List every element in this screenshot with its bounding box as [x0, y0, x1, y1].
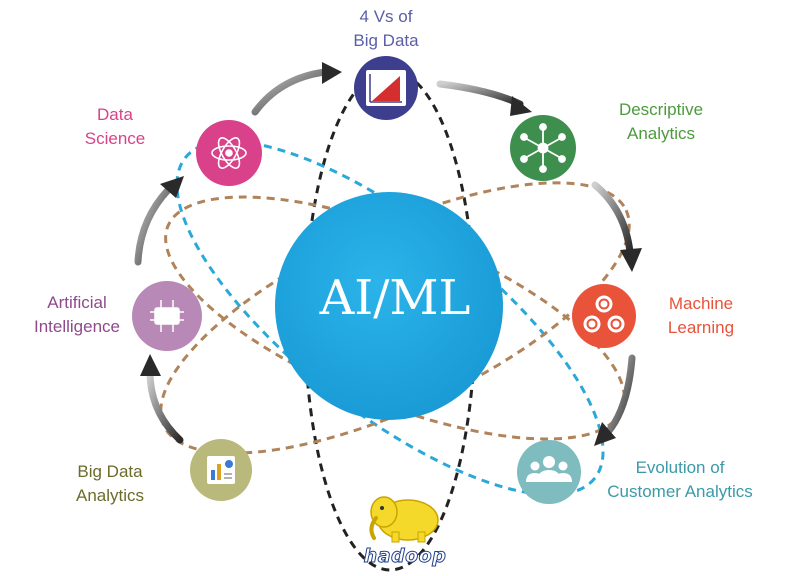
center-circle	[275, 192, 503, 420]
label-customer-analytics: Evolution of Customer Analytics	[607, 458, 753, 501]
gears-icon	[583, 295, 625, 333]
node-four-vs[interactable]	[354, 56, 418, 120]
arrow-head-4vs-to-da	[510, 96, 532, 116]
users-icon	[526, 456, 572, 482]
arrow-4vs-to-da	[436, 80, 524, 108]
arrow-da-to-ml	[591, 181, 634, 256]
label-data-science: Data Science	[84, 105, 146, 148]
node-descriptive-analytics[interactable]	[510, 115, 576, 181]
node-artificial-intelligence[interactable]	[132, 281, 202, 351]
hadoop-logo-text: hadoop	[363, 545, 447, 568]
arrow-head-ai-to-ds	[160, 176, 184, 198]
orbit-blue	[175, 139, 605, 497]
arrow-ds-to-4vs	[251, 68, 329, 116]
label-artificial-intelligence: Artificial Intelligence	[33, 293, 120, 336]
cycle-arrows	[134, 62, 642, 446]
label-four-vs: 4 Vs of Big Data	[353, 7, 419, 50]
label-big-data-analytics: Big Data Analytics	[75, 462, 145, 505]
label-machine-learning: Machine Learning	[667, 294, 735, 337]
chart-icon	[366, 70, 406, 106]
center-label: AI/ML	[319, 270, 471, 326]
arrow-head-bda-to-ai	[140, 354, 161, 376]
arrow-head-ds-to-4vs	[322, 62, 342, 84]
network-icon	[520, 123, 566, 173]
arrow-head-da-to-ml	[620, 248, 642, 272]
node-big-data-analytics[interactable]	[190, 439, 252, 501]
report-icon	[207, 456, 235, 484]
node-machine-learning[interactable]	[572, 284, 636, 348]
chip-icon	[150, 300, 184, 332]
label-descriptive-analytics: Descriptive Analytics	[618, 100, 704, 143]
node-data-science[interactable]	[196, 120, 262, 186]
elephant-icon	[369, 496, 439, 543]
arrow-ml-to-ca	[604, 354, 636, 436]
node-customer-analytics[interactable]	[517, 440, 581, 504]
atom-icon	[211, 137, 247, 169]
arrow-bda-to-ai	[146, 368, 184, 444]
arrow-head-ml-to-ca	[594, 422, 616, 446]
arrow-ai-to-ds	[134, 186, 172, 266]
